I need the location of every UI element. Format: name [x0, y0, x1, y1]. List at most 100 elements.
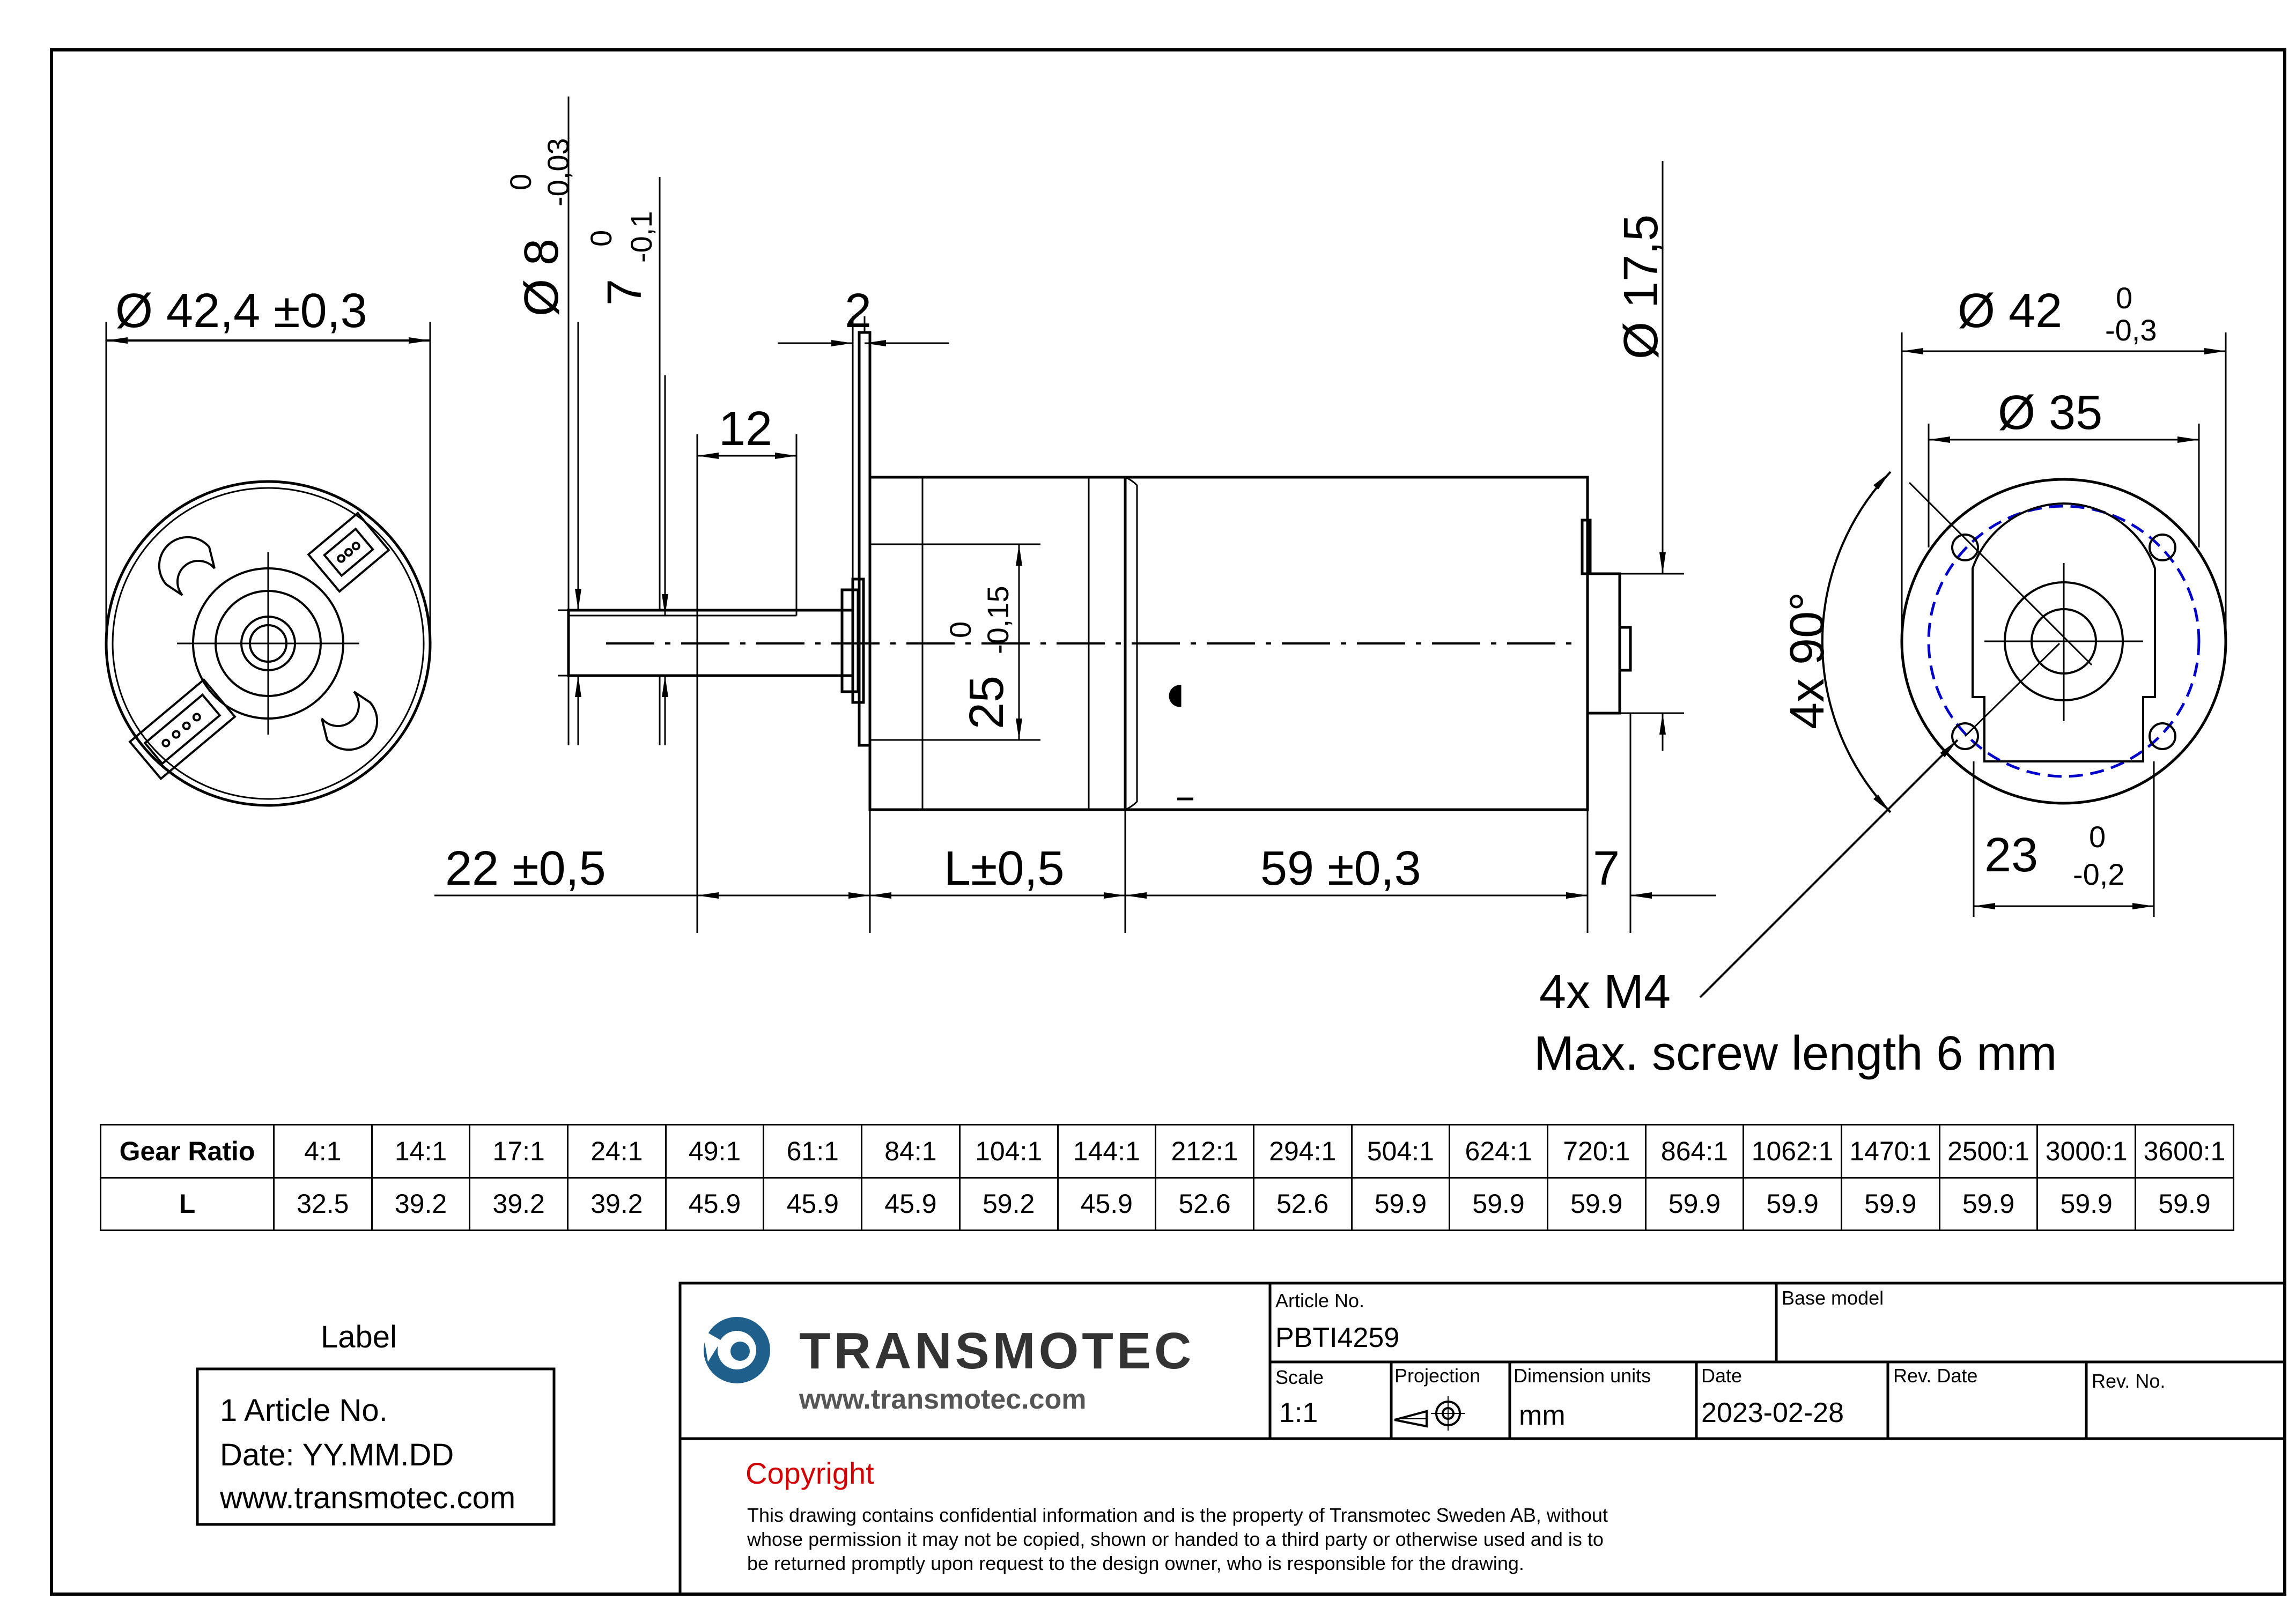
- table-cell: 52.6: [1252, 1176, 1353, 1231]
- rev-no-label: Rev. No.: [2092, 1370, 2166, 1392]
- company-website: www.transmotec.com: [799, 1384, 1087, 1415]
- table-cell: 4:1: [273, 1124, 373, 1179]
- table-cell: 39.2: [567, 1176, 667, 1231]
- table-cell: 59.9: [1938, 1176, 2039, 1231]
- table-cell: 39.2: [371, 1176, 471, 1231]
- flat-tol-upper: 0: [584, 230, 618, 247]
- table-cell: 59.2: [958, 1176, 1059, 1231]
- label-line-1: 1 Article No.: [220, 1393, 388, 1428]
- rear-end-view: [105, 480, 432, 807]
- table-cell: 45.9: [861, 1176, 961, 1231]
- transmotec-logo-icon: [703, 1317, 770, 1383]
- bolt-circle-label: Ø 35: [1998, 386, 2102, 440]
- projection-label: Projection: [1394, 1365, 1481, 1387]
- table-cell: 504:1: [1350, 1124, 1451, 1179]
- table-cell: 59.9: [1743, 1176, 1842, 1231]
- article-no-label: Article No.: [1275, 1290, 1365, 1312]
- table-cell: 59.9: [1644, 1176, 1745, 1231]
- left-diameter-label: Ø 42,4 ±0,3: [115, 284, 367, 338]
- screw-note-line1: 4x M4: [1539, 965, 1671, 1019]
- gearbox-length-label: L±0,5: [944, 842, 1065, 895]
- rear-length-label: 7: [1593, 842, 1620, 895]
- title-block: [678, 1282, 2286, 1596]
- table-row: Gear Ratio 4:1 14:1 17:1 24:1 49:1 61:1 …: [100, 1124, 2234, 1179]
- shaft-diameter-tol-upper: 0: [504, 174, 537, 190]
- table-cell: 59.9: [1841, 1176, 1940, 1231]
- table-cell: 624:1: [1449, 1124, 1548, 1179]
- shaft-diameter-tol-lower: -0,03: [541, 138, 575, 206]
- table-cell: 59.9: [1350, 1176, 1451, 1231]
- units-value: mm: [1519, 1400, 1566, 1431]
- flange-tol-lower: -0,3: [2105, 313, 2157, 347]
- flange-diameter-label: Ø 42: [1958, 284, 2062, 338]
- date-value: 2023-02-28: [1701, 1397, 1844, 1428]
- table-cell: 45.9: [1057, 1176, 1157, 1231]
- projection-symbol-icon: [1394, 1396, 1465, 1431]
- screw-note-line2: Max. screw length 6 mm: [1534, 1027, 2057, 1080]
- article-no-value: PBTI4259: [1275, 1322, 1400, 1353]
- flange-tol-upper: 0: [2116, 281, 2132, 315]
- table-cell: 49:1: [665, 1124, 765, 1179]
- square-size-label: 23: [1984, 828, 2038, 882]
- table-cell: 144:1: [1057, 1124, 1157, 1179]
- table-cell: 61:1: [763, 1124, 863, 1179]
- table-cell: 104:1: [958, 1124, 1059, 1179]
- front-view-dimensions: [1699, 332, 2227, 998]
- pilot-tol-upper: 0: [943, 621, 977, 638]
- table-cell: 52.6: [1155, 1176, 1254, 1231]
- copyright-line-3: be returned promptly upon request to the…: [747, 1552, 1524, 1574]
- table-cell: 32.5: [273, 1176, 373, 1231]
- copyright-title: Copyright: [745, 1456, 874, 1490]
- table-cell: 59.9: [2036, 1176, 2137, 1231]
- table-cell: 17:1: [469, 1124, 569, 1179]
- rev-date-label: Rev. Date: [1893, 1365, 1978, 1387]
- table-cell: 3000:1: [2036, 1124, 2137, 1179]
- copyright-line-2: whose permission it may not be copied, s…: [747, 1528, 1604, 1550]
- scale-label: Scale: [1275, 1366, 1324, 1388]
- rear-cap-diameter-label: Ø 17,5: [1614, 214, 1668, 359]
- table-cell: 720:1: [1546, 1124, 1647, 1179]
- pilot-tol-lower: -0,15: [981, 586, 1015, 654]
- flange-thickness-label: 2: [845, 284, 872, 338]
- label-title: Label: [321, 1320, 397, 1354]
- copyright-line-1: This drawing contains confidential infor…: [747, 1504, 1608, 1526]
- side-view-dimensions: [434, 97, 1716, 933]
- table-cell: 59.9: [1449, 1176, 1548, 1231]
- flat-size-label: 7: [598, 279, 652, 306]
- table-cell: 59.9: [1546, 1176, 1647, 1231]
- label-line-3: www.transmotec.com: [220, 1480, 516, 1515]
- shaft-length-label: 22 ±0,5: [445, 842, 606, 895]
- table-cell: 1470:1: [1841, 1124, 1940, 1179]
- table-header-gear-ratio: Gear Ratio: [100, 1124, 275, 1179]
- table-cell: 2500:1: [1938, 1124, 2039, 1179]
- table-cell: 45.9: [763, 1176, 863, 1231]
- shaft-diameter-label: Ø 8: [515, 239, 569, 316]
- table-header-length: L: [100, 1176, 275, 1231]
- base-model-label: Base model: [1782, 1287, 1884, 1309]
- table-cell: 1062:1: [1743, 1124, 1842, 1179]
- date-label: Date: [1701, 1365, 1743, 1387]
- gear-ratio-table: Gear Ratio 4:1 14:1 17:1 24:1 49:1 61:1 …: [100, 1124, 2234, 1231]
- table-cell: 59.9: [2135, 1176, 2234, 1231]
- table-cell: 24:1: [567, 1124, 667, 1179]
- flat-tol-lower: -0,1: [624, 211, 658, 263]
- units-label: Dimension units: [1514, 1365, 1651, 1387]
- square-tol-upper: 0: [2089, 820, 2106, 854]
- bolt-circle: [1927, 505, 2201, 778]
- motor-length-label: 59 ±0,3: [1260, 842, 1421, 895]
- label-line-2: Date: YY.MM.DD: [220, 1438, 454, 1472]
- table-cell: 212:1: [1155, 1124, 1254, 1179]
- table-cell: 294:1: [1252, 1124, 1353, 1179]
- company-name: TRANSMOTEC: [799, 1322, 1195, 1380]
- table-row: L 32.5 39.2 39.2 39.2 45.9 45.9 45.9 59.…: [100, 1176, 2234, 1231]
- front-end-view: [1900, 478, 2227, 805]
- table-cell: 864:1: [1644, 1124, 1745, 1179]
- square-tol-lower: -0,2: [2073, 857, 2125, 891]
- dim-left-diameter: Ø 42,4 ±0,3: [105, 284, 431, 643]
- label-box: [196, 1367, 556, 1526]
- table-cell: 3600:1: [2135, 1124, 2234, 1179]
- table-cell: 45.9: [665, 1176, 765, 1231]
- table-cell: 84:1: [861, 1124, 961, 1179]
- pilot-diameter-label: 25: [960, 676, 1014, 729]
